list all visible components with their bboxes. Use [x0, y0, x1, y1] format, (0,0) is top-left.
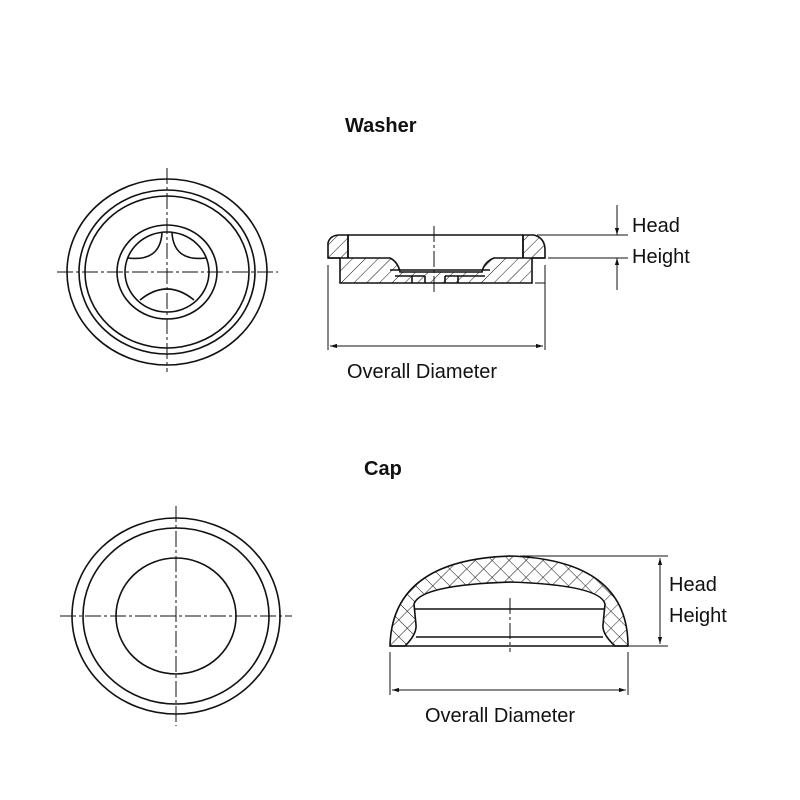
washer-diameter-label: Overall Diameter: [347, 361, 497, 383]
washer-head-label: Head: [632, 215, 680, 237]
washer-height-label: Height: [632, 246, 690, 268]
washer-side-view: [327, 205, 628, 350]
cap-title: Cap: [364, 458, 402, 480]
cap-side-view: [389, 555, 668, 695]
cap-head-label: Head: [669, 574, 717, 596]
cap-top-view: [60, 506, 292, 726]
washer-top-view: [57, 168, 278, 372]
cap-diameter-label: Overall Diameter: [425, 705, 575, 727]
washer-title: Washer: [345, 115, 417, 137]
cap-height-label: Height: [669, 605, 727, 627]
